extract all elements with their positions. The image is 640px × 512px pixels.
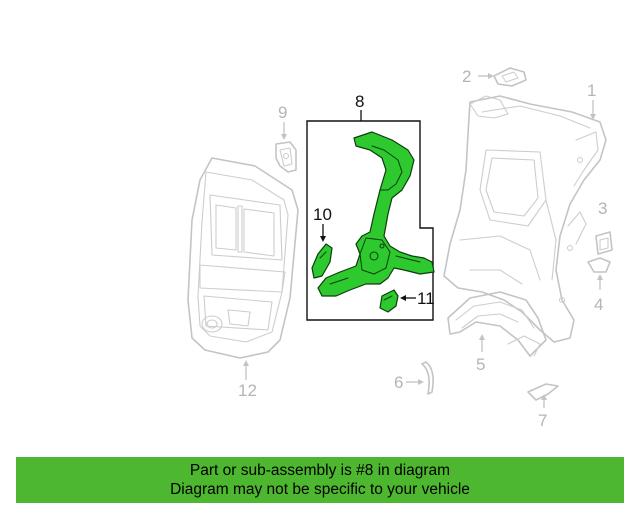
svg-text:12: 12 (238, 381, 257, 400)
svg-text:4: 4 (594, 295, 603, 314)
callout-3: 3 (598, 199, 607, 218)
part-12-door-panel[interactable] (187, 157, 299, 359)
svg-text:3: 3 (598, 199, 607, 218)
callout-6: 6 (394, 373, 424, 392)
part-8-assembly-box (306, 120, 434, 321)
part-9-bracket[interactable] (275, 141, 297, 173)
svg-text:1: 1 (587, 81, 596, 100)
callout-4: 4 (594, 274, 603, 314)
svg-text:8: 8 (355, 92, 364, 111)
callout-9: 9 (278, 103, 287, 140)
callout-2: 2 (462, 67, 494, 86)
callout-1: 1 (587, 81, 596, 120)
part-6-seal[interactable] (421, 361, 434, 395)
part-4-bracket[interactable] (587, 257, 611, 273)
banner-line-disclaimer: Diagram may not be specific to your vehi… (170, 481, 470, 498)
part-1-quarter-panel[interactable] (443, 95, 607, 343)
svg-text:7: 7 (538, 411, 547, 430)
svg-text:10: 10 (313, 205, 332, 224)
part-7-corner-piece[interactable] (527, 383, 559, 401)
svg-text:2: 2 (462, 67, 471, 86)
parts-diagram: 12 9 8 10 (187, 67, 613, 430)
part-10-bracket[interactable] (311, 243, 333, 279)
callout-8: 8 (355, 92, 364, 121)
svg-text:5: 5 (476, 355, 485, 374)
callout-12: 12 (238, 360, 257, 400)
callout-7: 7 (538, 394, 547, 430)
callout-11: 11 (400, 289, 435, 308)
part-5-wheelhouse[interactable] (447, 291, 547, 357)
svg-text:9: 9 (278, 103, 287, 122)
part-11-clip[interactable] (379, 289, 399, 313)
svg-text:11: 11 (417, 289, 435, 308)
callout-5: 5 (476, 334, 485, 374)
banner-line-part-info: Part or sub-assembly is #8 in diagram (189, 462, 451, 479)
part-8-quarter-inner-panel[interactable] (317, 131, 435, 297)
callout-10: 10 (313, 205, 332, 242)
svg-text:6: 6 (394, 373, 403, 392)
part-2-bracket[interactable] (493, 67, 527, 87)
part-3-plate[interactable] (595, 231, 613, 255)
info-banner: Part or sub-assembly is #8 in diagram Di… (16, 457, 624, 503)
